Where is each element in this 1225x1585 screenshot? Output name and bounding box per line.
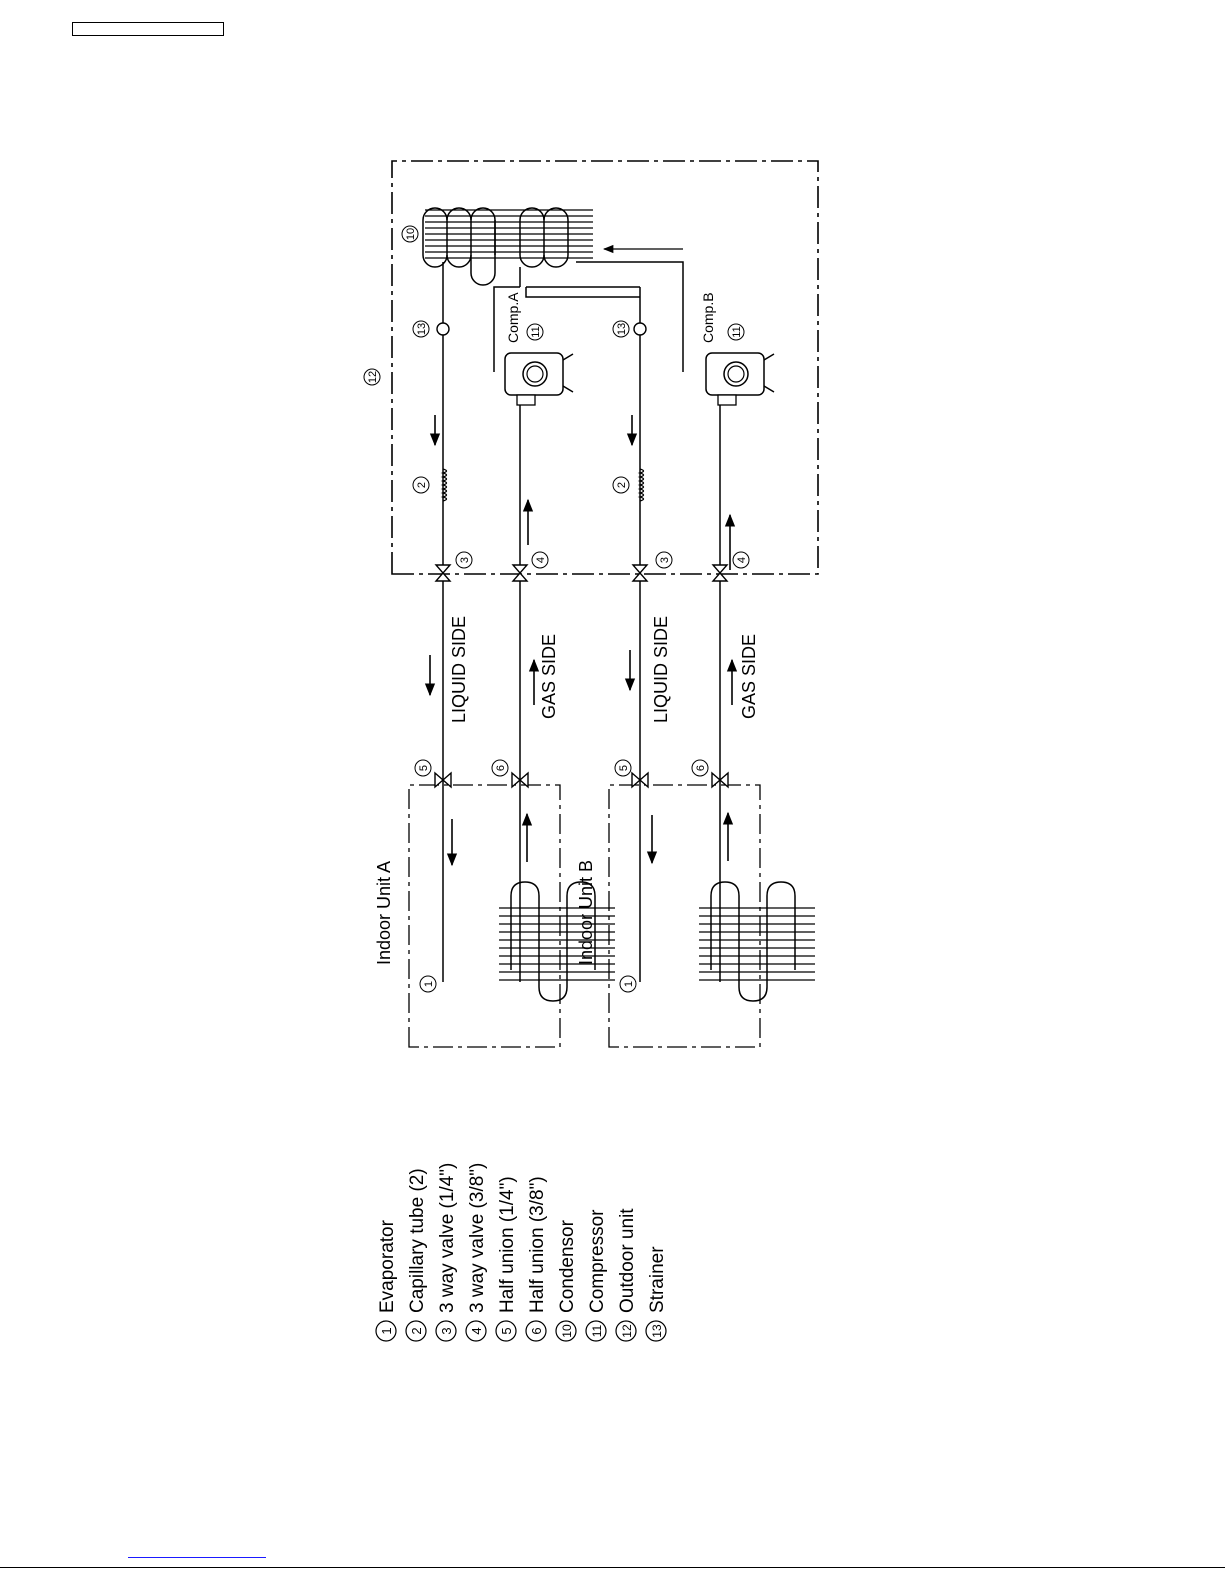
- svg-text:3: 3: [459, 557, 471, 563]
- evaporator-b: [699, 882, 815, 1001]
- three-way-valve-gas-b: [713, 565, 727, 581]
- legend-item: 3 3 way valve (1/4"): [436, 1163, 458, 1341]
- marker-13-b: 13: [613, 321, 629, 337]
- legend-item: 2 Capillary tube (2): [406, 1168, 428, 1341]
- svg-text:6: 6: [495, 765, 507, 771]
- liquid-side-label-b: LIQUID SIDE: [651, 616, 671, 723]
- svg-text:10: 10: [405, 228, 417, 240]
- svg-text:Strainer: Strainer: [647, 1246, 668, 1313]
- marker-10: 10: [402, 226, 418, 242]
- liquid-side-label-a: LIQUID SIDE: [449, 616, 469, 723]
- marker-6-b: 6: [692, 760, 708, 776]
- legend-item: 5 Half union (1/4"): [496, 1176, 518, 1341]
- legend-item: 11 Compressor: [586, 1209, 608, 1341]
- marker-12: 12: [364, 369, 380, 385]
- svg-text:Outdoor unit: Outdoor unit: [617, 1208, 638, 1313]
- marker-11-b: 11: [728, 324, 744, 340]
- comp-a-label: Comp.A: [505, 292, 521, 343]
- capillary-tube-b: [640, 469, 644, 501]
- svg-text:5: 5: [499, 1327, 514, 1334]
- three-way-valve-liquid-b: [633, 565, 647, 581]
- svg-text:3 way valve (1/4"): 3 way valve (1/4"): [437, 1163, 458, 1313]
- marker-6-a: 6: [492, 760, 508, 776]
- marker-2-a: 2: [413, 477, 429, 493]
- gas-side-label-b: GAS SIDE: [739, 634, 759, 719]
- legend-item: 6 Half union (3/8"): [526, 1176, 548, 1341]
- three-way-valve-gas-a: [513, 565, 527, 581]
- svg-text:11: 11: [530, 326, 542, 337]
- svg-text:2: 2: [409, 1327, 424, 1334]
- svg-text:3: 3: [439, 1327, 454, 1334]
- svg-text:11: 11: [590, 1324, 604, 1337]
- svg-text:1: 1: [423, 981, 435, 987]
- marker-13-a: 13: [413, 321, 429, 337]
- marker-4-a: 4: [532, 552, 548, 568]
- marker-1-a: 1: [420, 976, 436, 992]
- svg-text:13: 13: [416, 323, 428, 335]
- legend: 1 Evaporator 2 Capillary tube (2) 3 3 way v…: [376, 1163, 668, 1341]
- svg-text:4: 4: [736, 557, 748, 563]
- svg-text:11: 11: [731, 326, 743, 337]
- svg-text:12: 12: [367, 371, 379, 383]
- svg-text:6: 6: [695, 765, 707, 771]
- svg-text:12: 12: [620, 1324, 634, 1338]
- marker-1-b: 1: [620, 976, 636, 992]
- svg-text:2: 2: [616, 482, 628, 488]
- svg-text:3 way valve (3/8"): 3 way valve (3/8"): [467, 1163, 488, 1313]
- svg-text:Condensor: Condensor: [557, 1219, 578, 1313]
- svg-text:4: 4: [535, 557, 547, 563]
- svg-text:2: 2: [416, 482, 428, 488]
- indoor-unit-b-label: Indoor Unit B: [576, 860, 596, 965]
- svg-text:4: 4: [469, 1327, 484, 1334]
- svg-text:Half union (3/8"): Half union (3/8"): [527, 1176, 548, 1313]
- comp-b-label: Comp.B: [700, 292, 716, 343]
- capillary-tube-a: [443, 469, 447, 501]
- marker-2-b: 2: [613, 477, 629, 493]
- marker-3-b: 3: [656, 552, 672, 568]
- condenser: [423, 208, 593, 285]
- compressor-b: [706, 353, 774, 405]
- marker-5-a: 5: [415, 760, 431, 776]
- svg-text:Compressor: Compressor: [587, 1209, 608, 1313]
- svg-text:6: 6: [529, 1327, 544, 1334]
- svg-text:1: 1: [623, 981, 635, 987]
- svg-text:1: 1: [379, 1327, 394, 1334]
- legend-item: 4 3 way valve (3/8"): [466, 1163, 488, 1341]
- three-way-valve-liquid-a: [436, 565, 450, 581]
- evaporator-a: [499, 882, 615, 1001]
- svg-text:13: 13: [650, 1324, 664, 1338]
- svg-text:13: 13: [616, 323, 628, 335]
- marker-4-b: 4: [733, 552, 749, 568]
- gas-side-label-a: GAS SIDE: [539, 634, 559, 719]
- svg-text:Half union (1/4"): Half union (1/4"): [497, 1176, 518, 1313]
- svg-text:5: 5: [418, 765, 430, 771]
- svg-text:3: 3: [659, 557, 671, 563]
- marker-3-a: 3: [456, 552, 472, 568]
- strainer-a: [437, 323, 449, 335]
- marker-5-b: 5: [615, 760, 631, 776]
- legend-item: 12 Outdoor unit: [616, 1208, 638, 1341]
- legend-item: 1 Evaporator: [376, 1219, 398, 1341]
- strainer-b: [634, 323, 646, 335]
- indoor-unit-a-label: Indoor Unit A: [374, 861, 394, 965]
- compressor-a: [505, 353, 573, 405]
- legend-item: 13 Strainer: [646, 1246, 668, 1341]
- svg-text:10: 10: [560, 1324, 574, 1338]
- legend-item: 10 Condensor: [556, 1219, 578, 1341]
- svg-text:5: 5: [618, 765, 630, 771]
- svg-text:Evaporator: Evaporator: [377, 1219, 398, 1313]
- svg-text:Capillary tube (2): Capillary tube (2): [407, 1168, 428, 1313]
- marker-11-a: 11: [527, 324, 543, 340]
